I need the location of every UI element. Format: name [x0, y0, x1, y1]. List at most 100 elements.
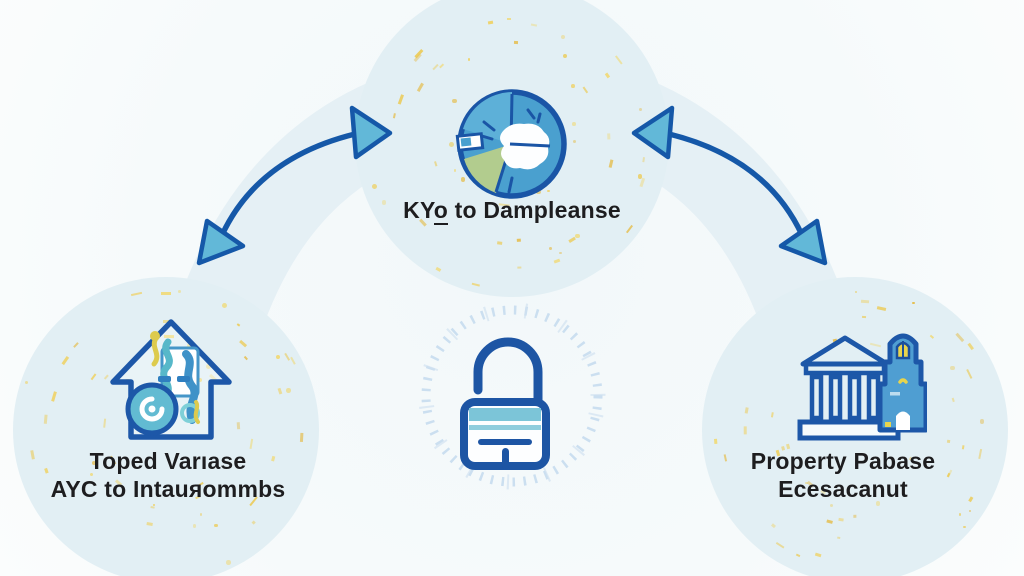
sparkle-speck: [853, 515, 857, 519]
sparkle-speck: [963, 526, 966, 529]
sparkle-speck: [151, 505, 156, 509]
left-label-line2: AYC to Intauяommbs: [50, 476, 286, 502]
sparkle-speck: [836, 536, 840, 539]
sparkle-speck: [615, 55, 623, 64]
sparkle-speck: [222, 303, 227, 309]
sparkle-speck: [771, 412, 774, 418]
sparkle-speck: [814, 552, 822, 558]
sparkle-speck: [161, 292, 172, 296]
sparkle-speck: [572, 140, 576, 144]
right-node-label: Property Pabase Ecesacanut: [693, 447, 993, 503]
left-node-label: Toped Varıase AYC to Intauяommbs: [18, 447, 318, 503]
right-arrow-head-bottom: [778, 218, 828, 266]
sparkle-speck: [830, 504, 834, 508]
sparkle-speck: [286, 387, 291, 393]
sparkle-speck: [371, 184, 377, 189]
sparkle-speck: [90, 373, 97, 380]
sparkle-speck: [514, 40, 519, 44]
sparkle-speck: [639, 108, 643, 112]
sparkle-speck: [930, 334, 935, 339]
sparkle-speck: [393, 113, 396, 119]
sparkle-speck: [950, 365, 955, 371]
sparkle-speck: [955, 332, 965, 342]
house-icon: [110, 319, 232, 440]
sparkle-speck: [414, 48, 425, 59]
sparkle-speck: [44, 414, 48, 424]
sparkle-speck: [433, 161, 438, 167]
sparkle-speck: [413, 53, 422, 62]
sparkle-speck: [911, 301, 915, 305]
sparkle-speck: [951, 397, 955, 403]
sparkle-speck: [826, 518, 834, 524]
sparkle-speck: [771, 523, 777, 529]
sparkle-speck: [431, 63, 439, 71]
sparkle-speck: [507, 17, 511, 20]
tower-shape: [877, 333, 927, 433]
sparkle-speck: [795, 553, 801, 558]
sparkle-speck: [177, 289, 181, 293]
sparkle-speck: [562, 53, 568, 59]
sparkle-speck: [861, 316, 866, 319]
sparkle-speck: [838, 518, 844, 522]
sparkle-speck: [637, 174, 643, 179]
sparkle-speck: [152, 503, 156, 507]
sparkle-speck: [131, 291, 142, 296]
pie-white-blob: [500, 123, 550, 170]
sparkle-speck: [743, 426, 747, 435]
sparkle-speck: [73, 342, 79, 348]
sparkle-speck: [559, 251, 562, 255]
sparkle-speck: [553, 259, 561, 264]
sparkle-speck: [604, 72, 611, 78]
sparkle-speck: [583, 86, 589, 93]
sparkle-speck: [639, 177, 646, 188]
right-label-line1: Property Pabase: [750, 448, 936, 474]
left-arc-arrow: [196, 105, 393, 266]
sparkle-speck: [979, 419, 985, 424]
top-label-part1: KY: [403, 197, 434, 223]
sparkle-speck: [967, 342, 975, 351]
padlock-keyhole: [502, 448, 509, 469]
sparkle-speck: [147, 522, 153, 527]
right-arc-arrow: [631, 105, 828, 266]
sparkle-speck: [278, 387, 283, 395]
sparkle-speck: [855, 291, 858, 294]
sparkle-speck: [642, 157, 646, 163]
top-node-label: KYo to Dampleanse: [312, 196, 712, 225]
sparkle-speck: [467, 58, 470, 61]
left-label-line1: Toped Varıase: [89, 448, 247, 474]
pie-chart-icon: [455, 89, 567, 199]
sparkle-speck: [608, 158, 614, 168]
sparkle-speck: [244, 356, 248, 361]
sparkle-speck: [958, 513, 962, 516]
sparkle-speck: [549, 247, 552, 250]
sparkle-speck: [192, 524, 197, 528]
sparkle-speck: [876, 306, 886, 311]
sparkle-speck: [416, 83, 424, 93]
sparkle-speck: [299, 432, 304, 443]
sparkle-speck: [290, 356, 296, 365]
sparkle-speck: [51, 391, 57, 403]
padlock-shackle: [473, 337, 543, 409]
sparkle-speck: [275, 354, 280, 359]
sparkle-speck: [561, 35, 566, 40]
sparkle-speck: [199, 512, 203, 516]
sparkle-speck: [516, 267, 522, 269]
right-arrow-head-top: [631, 105, 675, 160]
sparkle-speck: [61, 355, 70, 365]
right-label-line2: Ecesacanut: [778, 476, 908, 502]
sparkle-speck: [487, 20, 494, 25]
sparkle-speck: [775, 542, 785, 549]
sparkle-speck: [607, 133, 611, 140]
sparkle-speck: [571, 84, 576, 88]
sparkle-speck: [531, 23, 538, 27]
sparkle-speck: [471, 282, 480, 287]
sparkle-speck: [438, 63, 444, 68]
left-arrow-head-bottom: [196, 218, 246, 266]
sparkle-speck: [860, 299, 869, 304]
unlocked-padlock-icon: [418, 302, 606, 490]
sparkle-speck: [744, 407, 749, 414]
sparkle-speck: [575, 233, 580, 239]
sparkle-speck: [397, 94, 405, 106]
sparkle-speck: [714, 439, 718, 445]
